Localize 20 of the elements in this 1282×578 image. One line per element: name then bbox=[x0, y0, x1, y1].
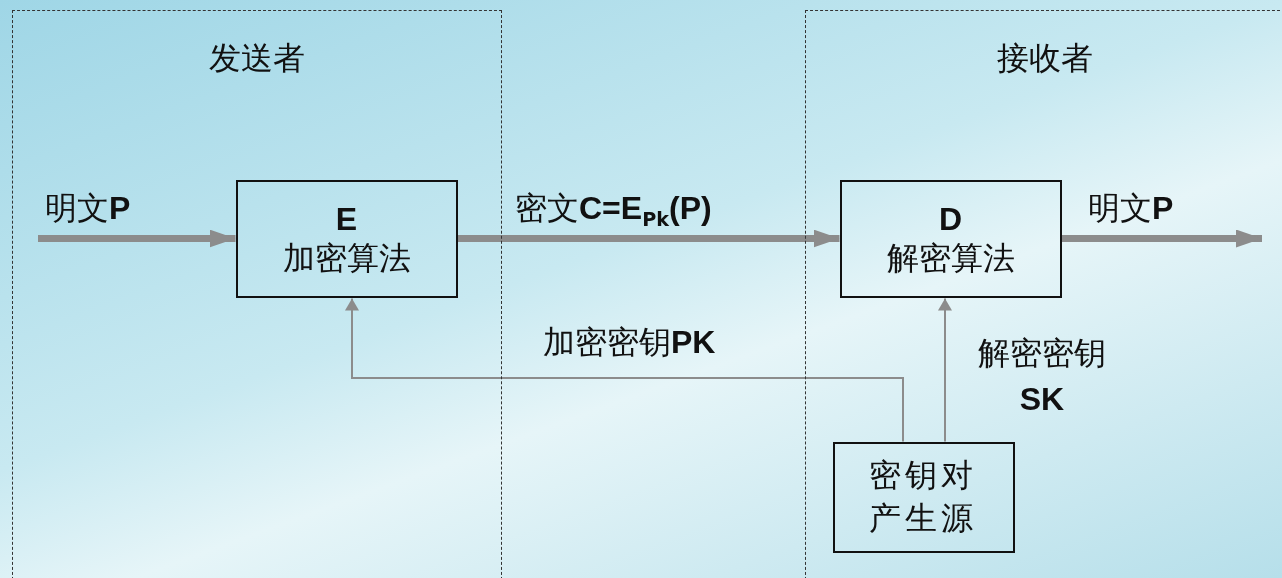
edge-label: 明文P bbox=[45, 188, 131, 229]
dashed-region bbox=[805, 10, 1282, 578]
edge-label: 加密密钥PK bbox=[543, 322, 716, 363]
region-heading: 接收者 bbox=[996, 39, 1094, 78]
process-box bbox=[235, 179, 458, 298]
dashed-region bbox=[12, 10, 502, 578]
box-letter: E bbox=[335, 200, 358, 239]
arrow bbox=[457, 229, 840, 248]
box-letter: D bbox=[938, 200, 963, 239]
box-label: 密钥对产生源 bbox=[868, 454, 978, 539]
edge-label: 解密密钥SK bbox=[977, 333, 1107, 420]
arrow bbox=[345, 297, 904, 443]
arrow bbox=[938, 297, 952, 443]
process-box bbox=[839, 179, 1062, 298]
key-generator-box bbox=[832, 441, 1015, 553]
region-heading: 发送者 bbox=[208, 39, 306, 78]
box-label: 解密算法 bbox=[886, 238, 1015, 277]
edge-label: 明文P bbox=[1088, 188, 1174, 229]
box-label: 加密算法 bbox=[282, 238, 411, 277]
edge-label: 密文C=E$_{Pk}$(P) bbox=[515, 188, 712, 234]
